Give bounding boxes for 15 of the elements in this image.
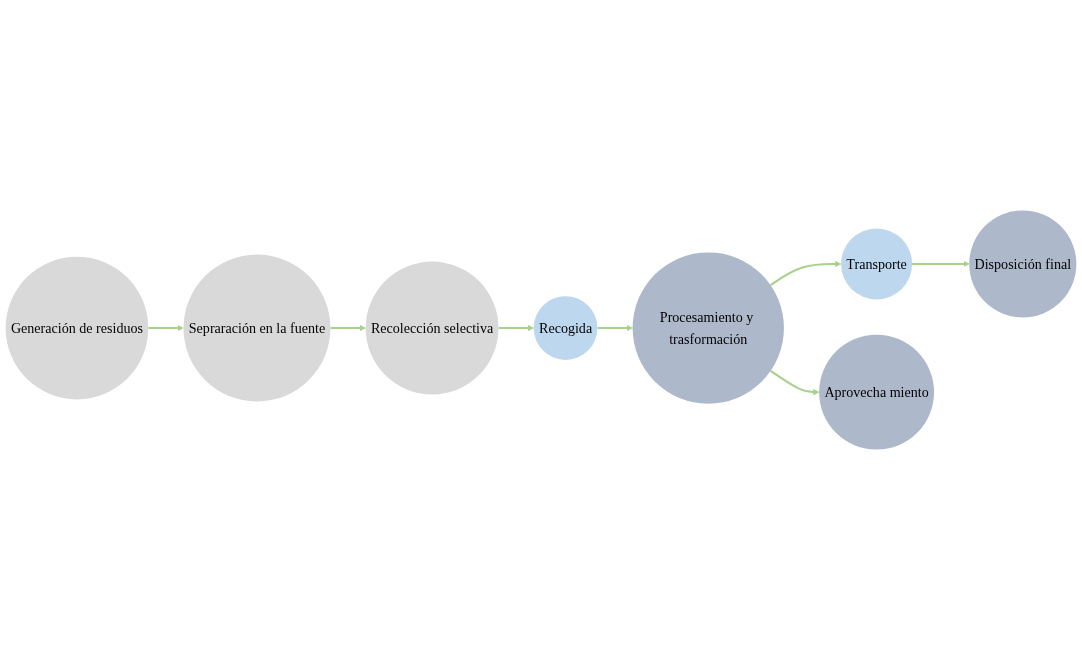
node-circle: Disposición final: [969, 210, 1077, 318]
node-circle: Generación de residuos: [5, 256, 149, 400]
arrow: [330, 324, 366, 332]
node-circle: Recolección selectiva: [365, 261, 499, 395]
node-circle: Aprovecha miento: [819, 334, 935, 450]
node-circle: Transporte: [841, 228, 913, 300]
node-circle: Procesamiento y trasformación: [632, 252, 784, 404]
arrow: [148, 324, 184, 332]
arrow: [498, 324, 534, 332]
arrow: [912, 260, 970, 268]
arrow: [770, 370, 820, 396]
node-circle: Sepraración en la fuente: [183, 254, 331, 402]
node-circle: Recogida: [533, 296, 598, 360]
arrow: [770, 260, 842, 287]
arrow: [597, 324, 633, 332]
